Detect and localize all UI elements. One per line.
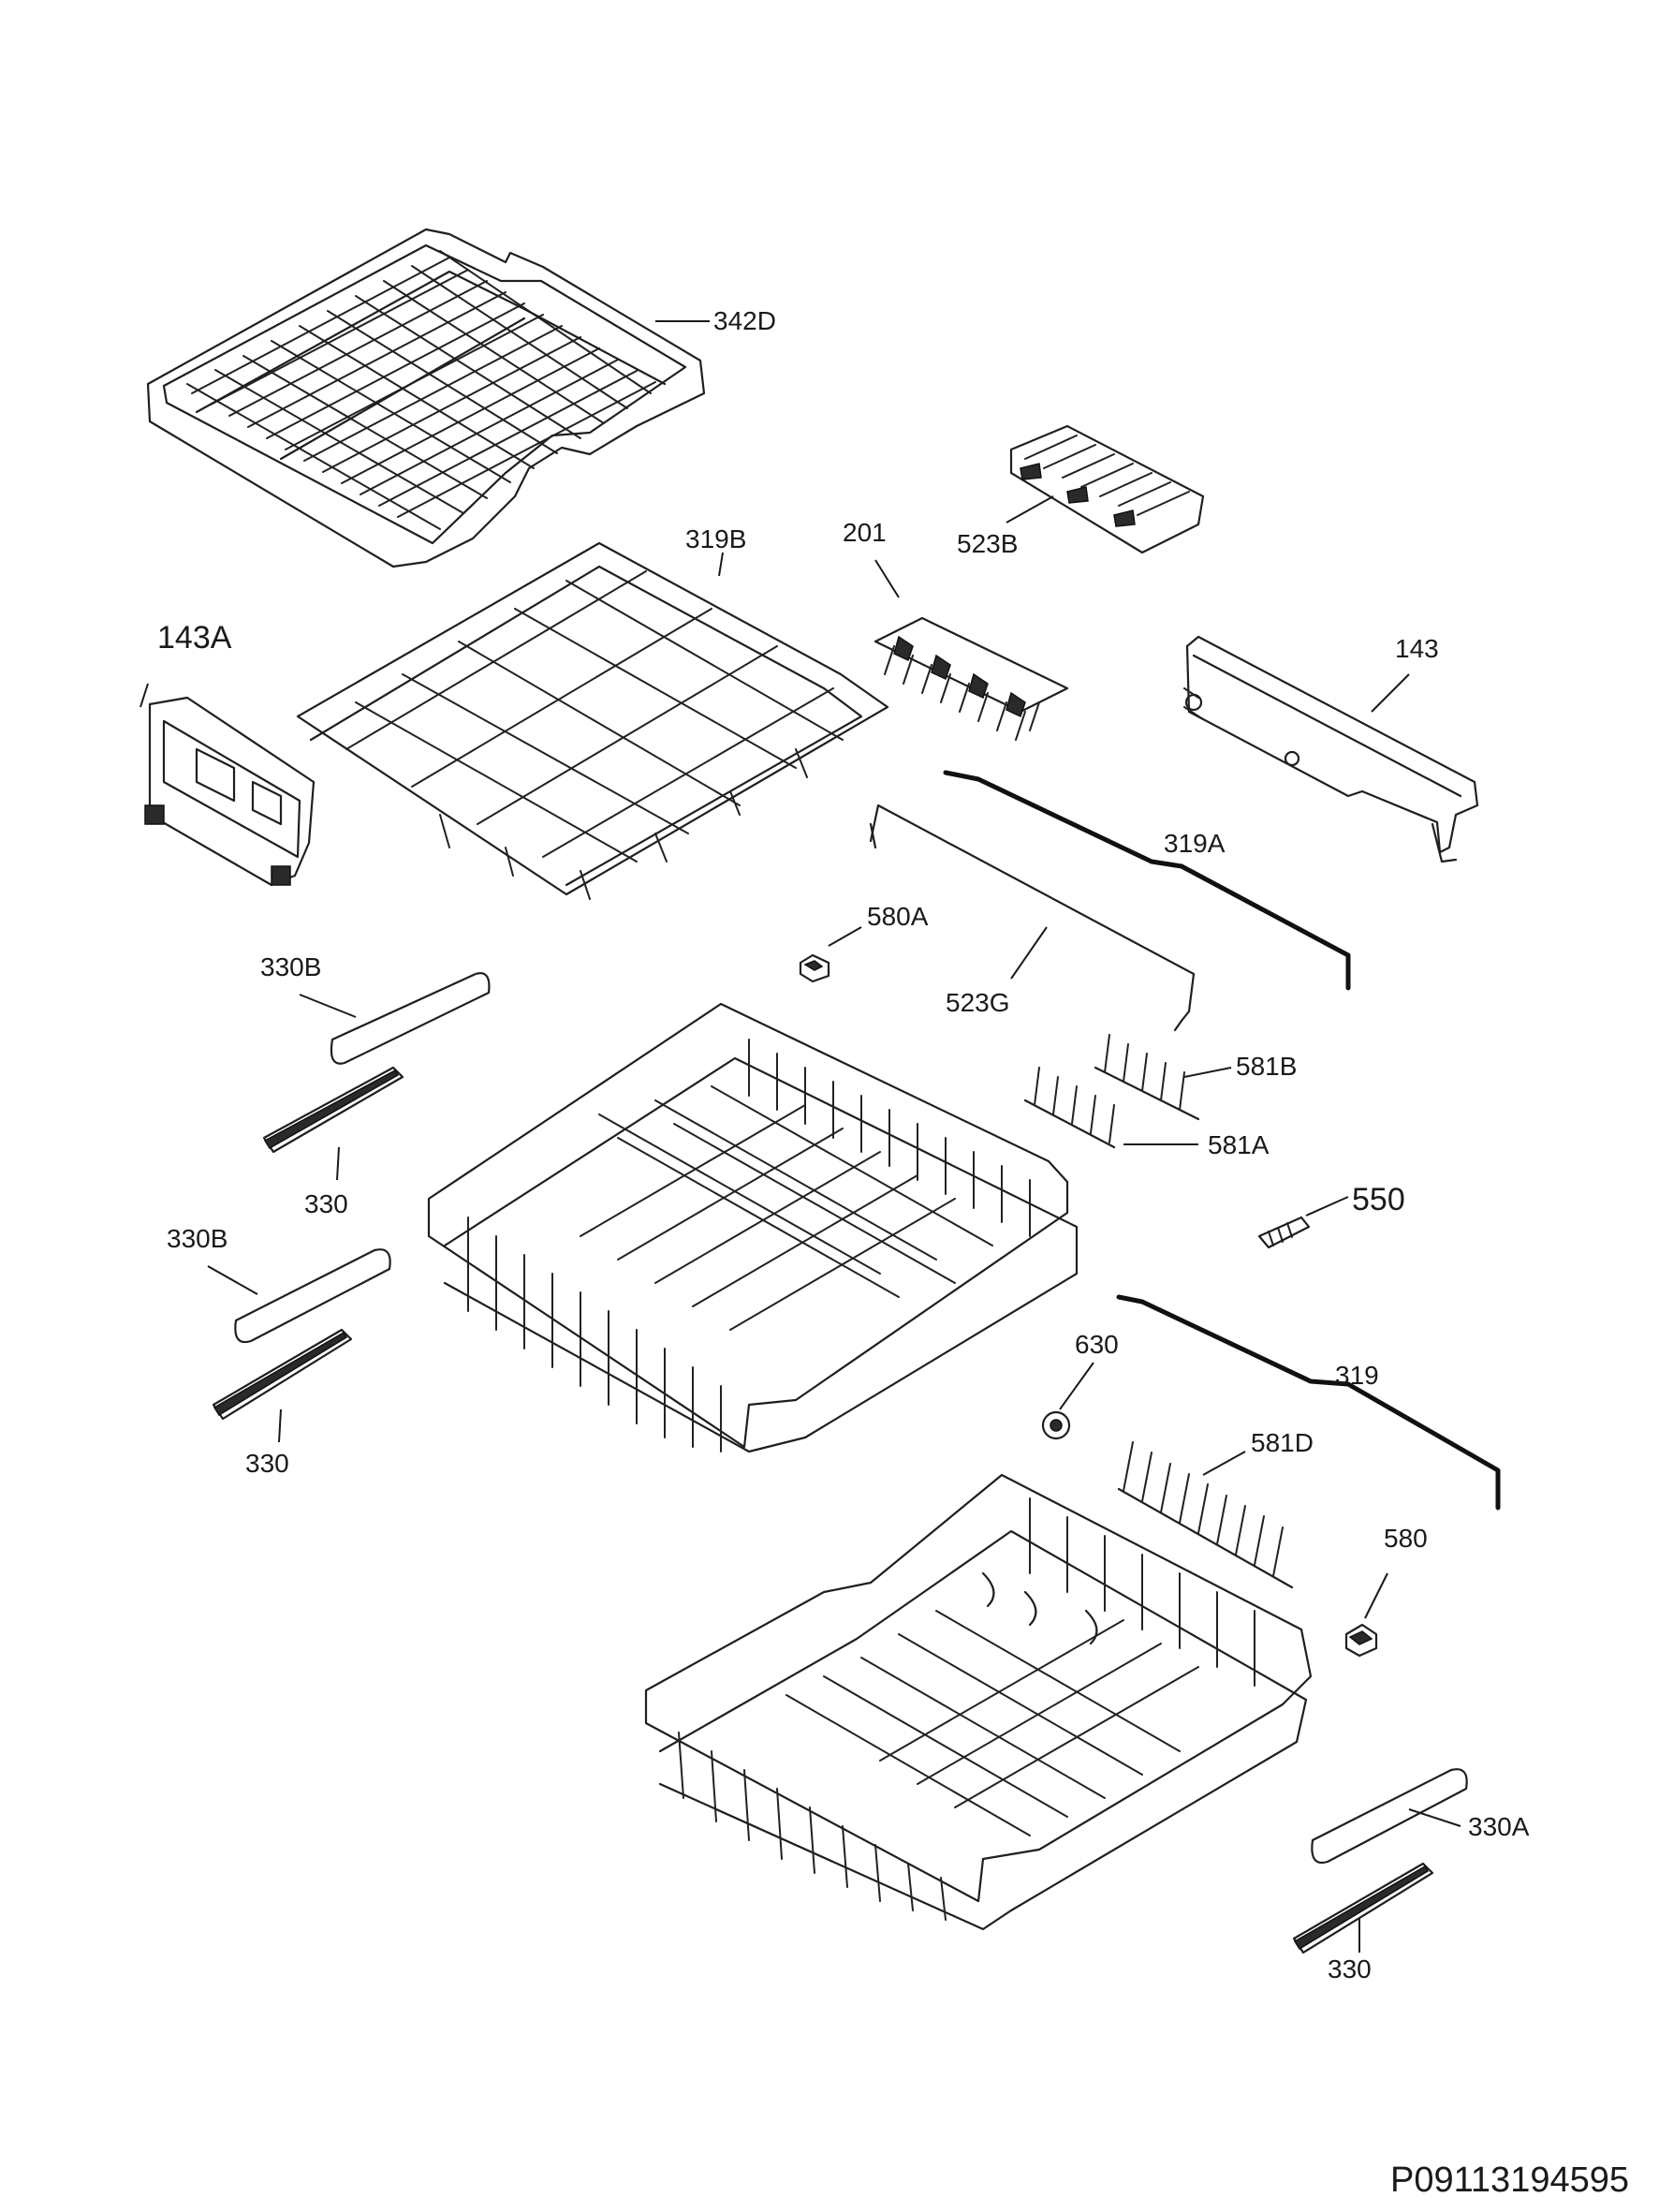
part-523B-insert bbox=[1009, 424, 1205, 554]
document-code: P09113194595 bbox=[1390, 2160, 1629, 2200]
part-580-clip bbox=[1344, 1623, 1378, 1658]
label-319A: 319A bbox=[1164, 829, 1226, 858]
label-330A: 330A bbox=[1468, 1812, 1530, 1841]
part-581D-tine-row bbox=[1117, 1441, 1294, 1589]
label-581D: 581D bbox=[1251, 1428, 1314, 1457]
label-330-bottom: 330 bbox=[1328, 1954, 1372, 1983]
part-319B-wire-frame bbox=[296, 541, 889, 900]
label-523B: 523B bbox=[957, 529, 1018, 558]
part-580A-clip bbox=[799, 953, 830, 983]
part-330-bottom-strip bbox=[1292, 1862, 1434, 1954]
label-342D: 342D bbox=[713, 306, 776, 335]
label-330B-top: 330B bbox=[260, 952, 321, 981]
label-319B: 319B bbox=[685, 524, 746, 553]
part-523G-wire bbox=[869, 804, 1196, 1032]
label-319: 319 bbox=[1335, 1361, 1379, 1390]
label-330-lower-left: 330 bbox=[245, 1449, 289, 1478]
part-550-axle bbox=[1257, 1216, 1311, 1249]
part-630-wheel bbox=[1041, 1410, 1071, 1440]
part-upper-basket bbox=[427, 1002, 1079, 1453]
part-330B-lower-roller bbox=[234, 1248, 391, 1344]
part-319-rail bbox=[1116, 1294, 1501, 1511]
label-550: 550 bbox=[1352, 1182, 1405, 1217]
part-143A-bracket bbox=[144, 696, 316, 887]
label-581A: 581A bbox=[1208, 1130, 1270, 1159]
part-342D-cutlery-tray bbox=[146, 228, 706, 568]
part-581B-tines bbox=[1094, 1034, 1200, 1121]
label-523G: 523G bbox=[946, 988, 1010, 1017]
part-lower-basket bbox=[644, 1473, 1313, 1931]
label-143: 143 bbox=[1395, 634, 1439, 663]
part-143-rail bbox=[1183, 635, 1479, 863]
part-319A-rail bbox=[943, 770, 1351, 991]
part-201-tine-row bbox=[874, 616, 1069, 741]
part-330B-upper-roller bbox=[330, 972, 491, 1065]
label-330-upper: 330 bbox=[304, 1189, 348, 1218]
label-201: 201 bbox=[843, 518, 887, 547]
label-580: 580 bbox=[1384, 1524, 1428, 1553]
label-580A: 580A bbox=[867, 902, 929, 931]
label-330B-lower: 330B bbox=[167, 1224, 228, 1253]
part-330-upper-strip bbox=[262, 1066, 404, 1154]
part-330A-roller bbox=[1311, 1768, 1468, 1865]
part-330-lower-left-strip bbox=[212, 1328, 353, 1421]
label-630: 630 bbox=[1075, 1330, 1119, 1359]
label-143A: 143A bbox=[157, 620, 232, 656]
part-581A-tines bbox=[1023, 1067, 1116, 1149]
label-581B: 581B bbox=[1236, 1052, 1297, 1081]
